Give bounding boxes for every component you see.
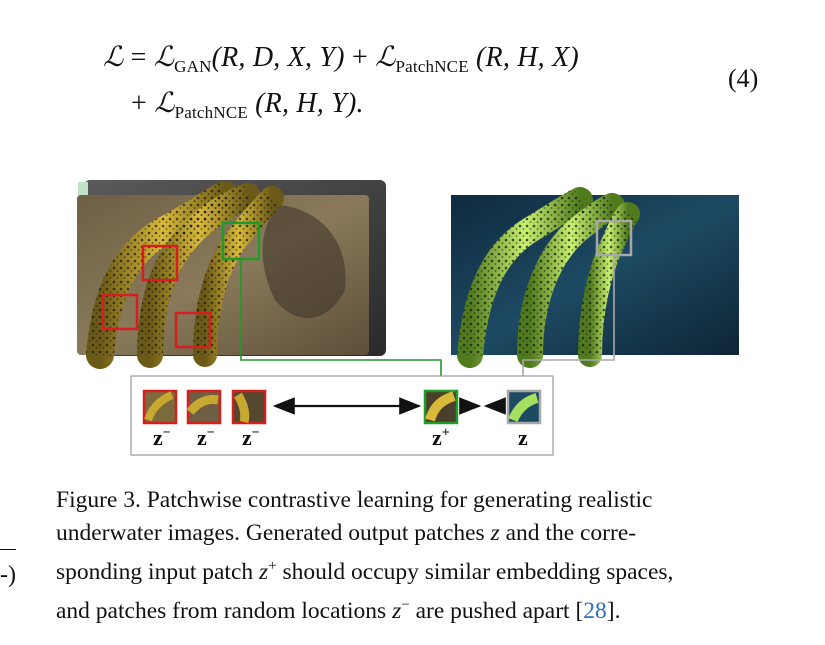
input-image-pipes bbox=[86, 181, 284, 369]
loss-patchnce-args: (R, H, X) bbox=[476, 42, 579, 73]
equation-line-1: ℒ = ℒGAN(R, D, X, Y) + ℒPatchNCE (R, H, … bbox=[103, 40, 579, 77]
query-label: z bbox=[518, 425, 528, 450]
negative-patch-box bbox=[141, 244, 179, 282]
positive-patch-thumb bbox=[423, 389, 459, 425]
negative-patch-thumb bbox=[231, 389, 267, 425]
loss-symbol: ℒ bbox=[103, 42, 124, 73]
caption-line: underwater images. Generated output patc… bbox=[56, 520, 637, 546]
equals-sign: = bbox=[130, 42, 147, 73]
margin-rule bbox=[0, 549, 16, 550]
input-image bbox=[77, 180, 386, 369]
equation-line-2: + ℒPatchNCE (R, H, Y). bbox=[131, 86, 364, 123]
loss-patchnce-symbol: ℒ bbox=[154, 88, 175, 119]
equation-number: (4) bbox=[728, 64, 759, 93]
negative-label: z− bbox=[242, 425, 260, 450]
loss-gan-symbol: ℒ bbox=[153, 42, 175, 73]
query-patch-thumb bbox=[506, 389, 542, 425]
citation-link[interactable]: 28 bbox=[583, 598, 607, 624]
margin-fragment: -) bbox=[0, 562, 16, 588]
caption-line: and patches from random locations z− are… bbox=[56, 597, 621, 624]
negative-patch-box bbox=[174, 311, 212, 349]
plus-sign: + bbox=[131, 88, 147, 119]
negative-label: z− bbox=[153, 425, 171, 450]
caption-line: sponding input patch z+ should occupy si… bbox=[56, 558, 674, 585]
loss-patchnce-symbol: ℒ bbox=[375, 42, 396, 73]
caption-line: Figure 3. Patchwise contrastive learning… bbox=[56, 487, 653, 513]
negative-patch-thumb bbox=[186, 389, 222, 425]
loss-patchnce-subscript: PatchNCE bbox=[395, 57, 469, 76]
output-image bbox=[451, 187, 739, 368]
plus-sign: + bbox=[351, 42, 368, 73]
negative-patch-box bbox=[101, 293, 139, 331]
loss-patchnce-subscript: PatchNCE bbox=[174, 103, 248, 122]
negative-patch-thumb bbox=[142, 389, 178, 425]
loss-patchnce-args: (R, H, Y). bbox=[255, 88, 364, 119]
negative-label: z− bbox=[197, 425, 215, 450]
input-image-corner-accent bbox=[78, 182, 88, 196]
figure-caption: Figure 3. Patchwise contrastive learning… bbox=[56, 484, 764, 628]
loss-gan-args: (R, D, X, Y) bbox=[211, 42, 345, 73]
loss-gan-subscript: GAN bbox=[174, 57, 212, 76]
positive-label: z+ bbox=[432, 425, 450, 450]
figure-3-diagram bbox=[77, 180, 739, 456]
